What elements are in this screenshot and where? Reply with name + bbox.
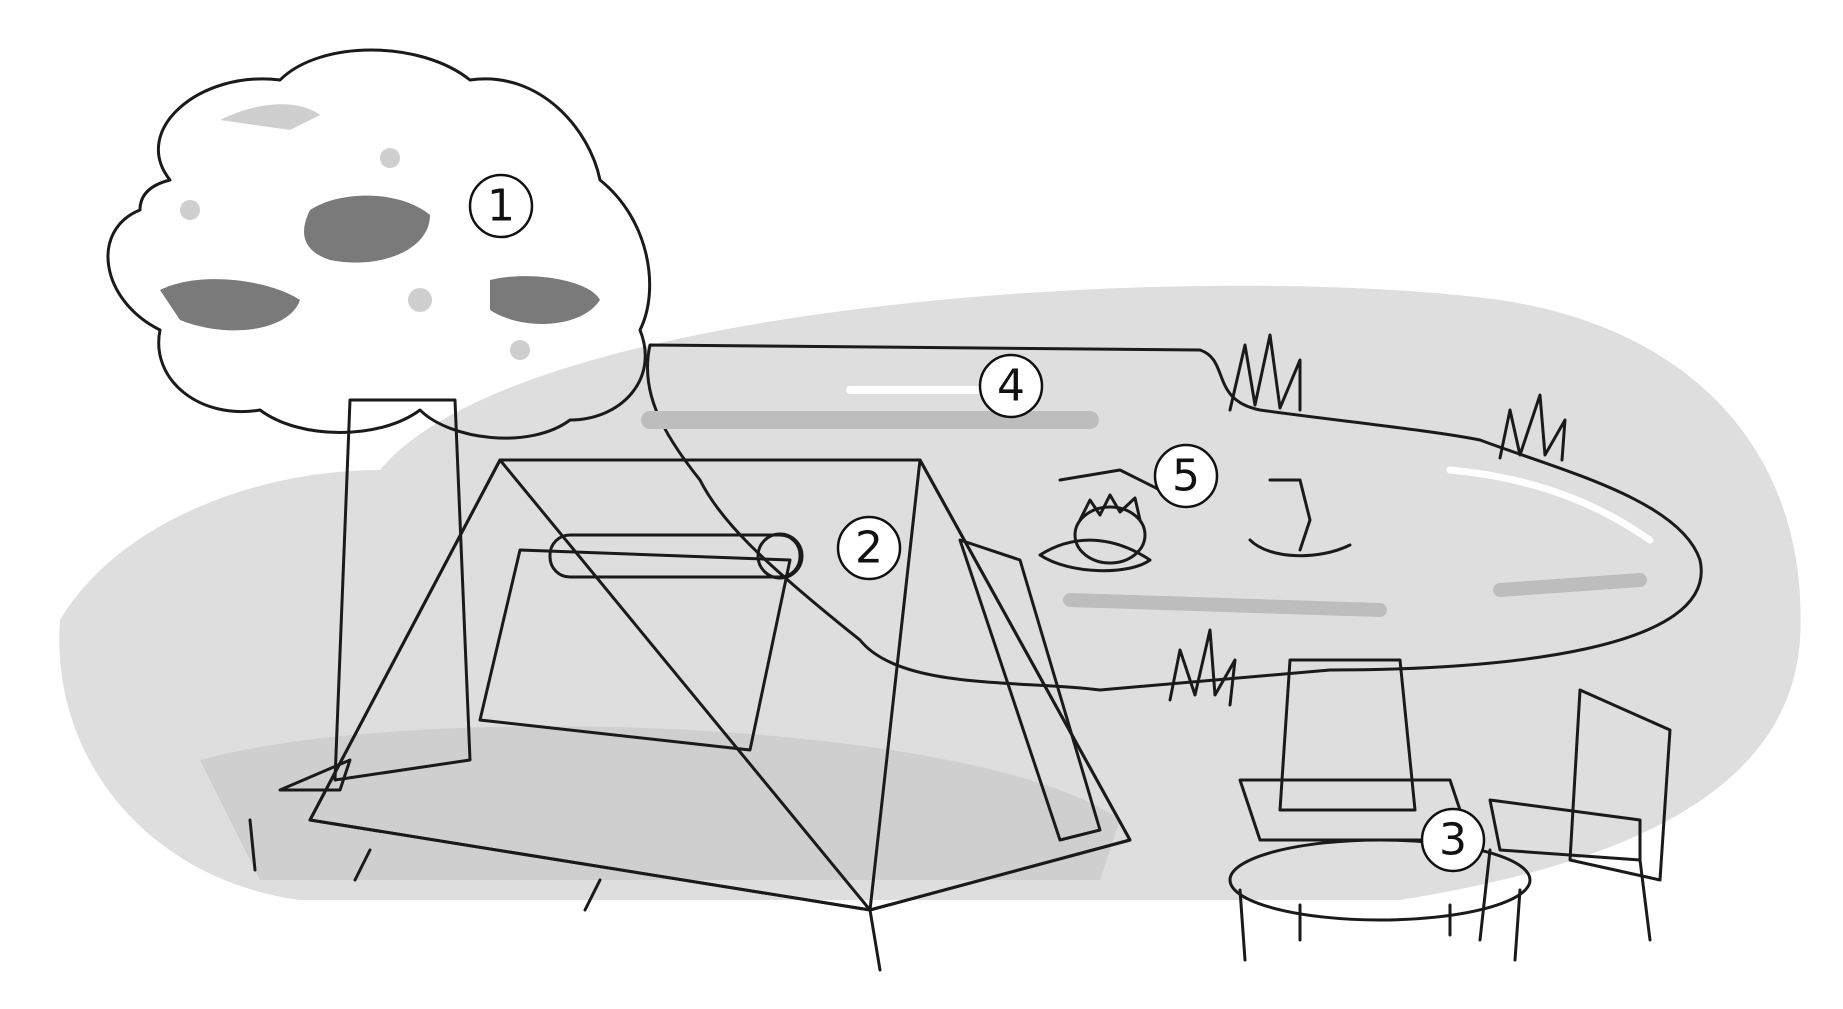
tree — [106, 48, 652, 792]
swimmer — [1038, 468, 1352, 573]
marker-4: 4 — [978, 353, 1044, 419]
marker-5-label: 5 — [1172, 451, 1200, 502]
marker-3-label: 3 — [1439, 815, 1467, 866]
marker-4-label: 4 — [997, 361, 1025, 412]
marker-1-label: 1 — [487, 181, 515, 232]
marker-2-label: 2 — [855, 523, 883, 574]
marker-5: 5 — [1153, 443, 1219, 509]
marker-1: 1 — [468, 173, 534, 239]
lake — [641, 333, 1703, 707]
marker-2: 2 — [836, 515, 902, 581]
tent — [248, 458, 1132, 972]
marker-3: 3 — [1420, 807, 1486, 873]
